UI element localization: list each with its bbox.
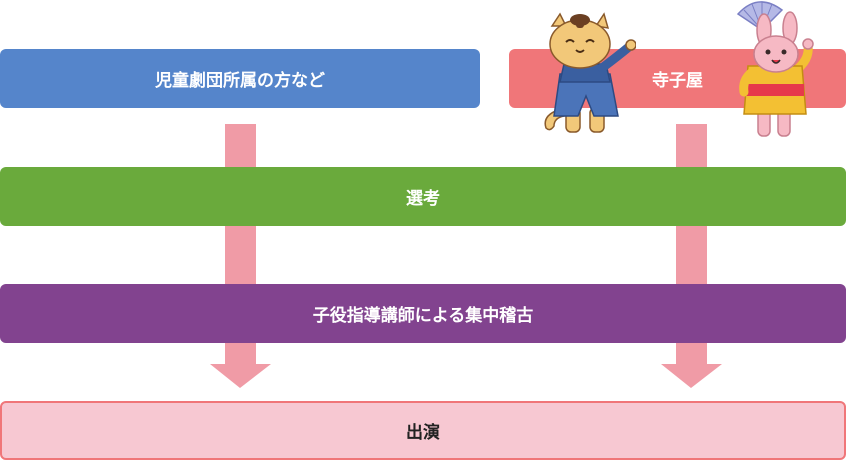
appearance-label: 出演	[406, 423, 440, 443]
terakoya-label: 寺子屋	[652, 71, 703, 91]
dancing-rabbit-icon	[736, 1, 814, 137]
arrow-right	[661, 124, 722, 388]
samurai-cat-icon	[544, 12, 636, 133]
box-training: 子役指導講師による集中稽古	[0, 284, 846, 343]
arrow-left	[210, 124, 271, 388]
selection-label: 選考	[406, 189, 440, 209]
box-appearance: 出演	[0, 401, 846, 460]
box-troupe: 児童劇団所属の方など	[0, 49, 480, 108]
troupe-label: 児童劇団所属の方など	[155, 71, 325, 91]
training-label: 子役指導講師による集中稽古	[312, 306, 534, 326]
box-selection: 選考	[0, 167, 846, 226]
